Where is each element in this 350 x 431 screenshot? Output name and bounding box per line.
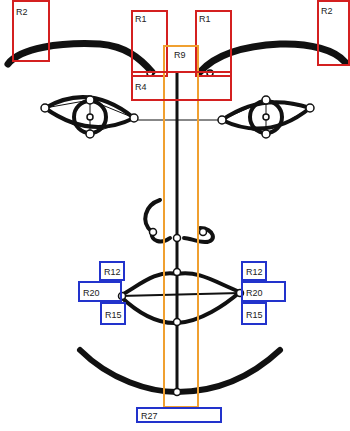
right-eyebrow	[200, 44, 345, 72]
region-label: R15	[246, 311, 263, 320]
region-box: R15	[241, 302, 267, 325]
landmark-dot	[306, 104, 314, 112]
landmark-dot	[86, 96, 94, 104]
region-label: R12	[104, 268, 121, 277]
region-box: R20	[78, 281, 122, 302]
region-label: R20	[83, 289, 100, 298]
nose-left	[145, 200, 160, 232]
landmark-dots	[41, 70, 314, 396]
right-eye-guides	[222, 100, 310, 134]
landmark-dot	[87, 114, 93, 120]
region-label: R1	[199, 15, 211, 24]
region-box: R12	[241, 261, 267, 281]
landmark-dot	[263, 114, 269, 120]
region-label: R15	[105, 311, 122, 320]
landmark-dot	[174, 235, 181, 242]
region-label: R27	[141, 412, 158, 421]
landmark-dot	[130, 114, 138, 122]
landmark-dot	[150, 229, 157, 236]
region-box: R12	[99, 261, 125, 281]
landmark-dot	[119, 293, 126, 300]
left-eye-guides	[45, 100, 134, 134]
region-label: R1	[135, 15, 147, 24]
region-box: R20	[241, 281, 286, 302]
lower-lip	[120, 292, 240, 323]
region-box: R2	[317, 0, 350, 66]
chin	[80, 350, 280, 392]
landmark-dot	[200, 229, 207, 236]
landmark-dot	[218, 116, 226, 124]
landmark-dot	[174, 269, 181, 276]
landmark-dot	[86, 130, 94, 138]
region-box: R27	[136, 407, 222, 423]
region-label: R20	[246, 289, 263, 298]
region-box: R15	[100, 302, 126, 325]
upper-lip	[120, 273, 240, 296]
face-lines	[8, 44, 345, 392]
landmark-dot	[262, 96, 270, 104]
midline	[176, 73, 179, 392]
region-label: R12	[246, 268, 263, 277]
region-box: R1	[195, 10, 232, 77]
region-label: R2	[16, 8, 28, 17]
region-box: R2	[12, 0, 50, 62]
landmark-dot	[262, 130, 270, 138]
landmark-dot	[174, 319, 181, 326]
region-label: R9	[174, 51, 186, 60]
region-box: R4	[131, 71, 232, 101]
mouth-line	[120, 293, 240, 296]
landmark-dot	[41, 104, 49, 112]
region-label: R2	[321, 7, 333, 16]
landmark-dot	[174, 389, 181, 396]
region-label: R4	[135, 83, 147, 92]
